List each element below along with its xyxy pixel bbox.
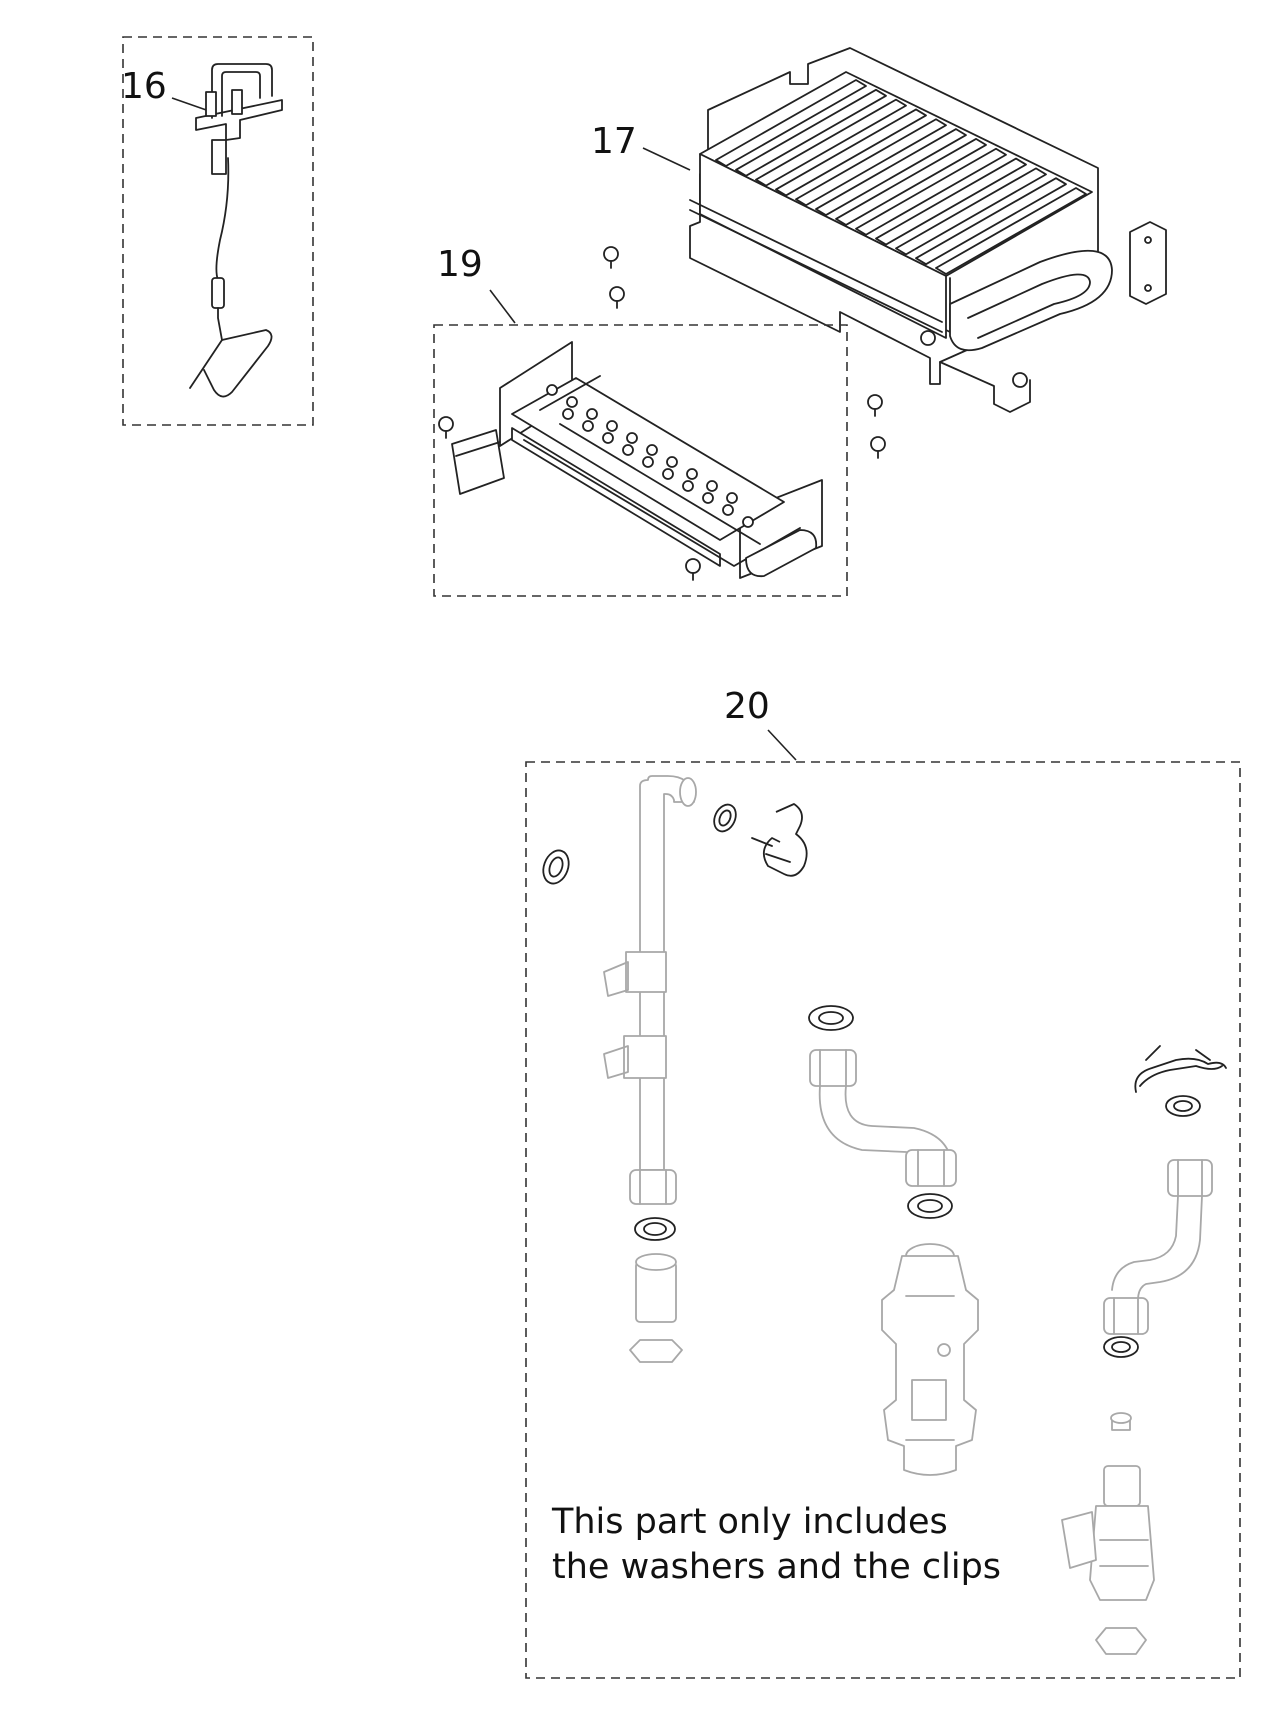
part-19-leader <box>489 289 516 324</box>
injector <box>562 408 574 420</box>
injector <box>742 516 754 528</box>
screw-icon <box>438 416 454 439</box>
injector <box>582 420 594 432</box>
part-20-frame <box>525 761 1241 1679</box>
screw-icon <box>870 436 886 459</box>
injector <box>606 420 618 432</box>
flow-pipe-drawing <box>603 775 697 1363</box>
injector <box>566 396 578 408</box>
burner-injectors <box>546 384 754 528</box>
fin <box>895 167 1047 256</box>
ignition-electrode-drawing <box>189 63 283 398</box>
screw-icon <box>867 394 883 417</box>
screw-icon <box>685 558 701 581</box>
injector <box>682 480 694 492</box>
part-19-group: 19 <box>433 244 848 597</box>
heat-exchanger-drawing <box>689 47 1167 413</box>
washer-icon <box>907 1193 953 1219</box>
washer-icon <box>713 803 737 833</box>
injector <box>706 480 718 492</box>
injector <box>722 504 734 516</box>
clip-icon <box>751 803 808 877</box>
part-19-frame <box>433 324 848 597</box>
part-20-group: 20 <box>525 686 1241 1679</box>
fin <box>835 138 987 226</box>
fin <box>795 118 947 207</box>
s-bend-pipe-drawing <box>809 1049 957 1187</box>
washer-icon <box>1165 1095 1201 1117</box>
injector <box>686 468 698 480</box>
fin <box>735 88 887 177</box>
note-line-2: the washers and the clips <box>552 1547 1001 1587</box>
part-16-label: 16 <box>121 66 167 107</box>
fin <box>775 108 927 197</box>
note-line-1: This part only includes <box>551 1502 948 1542</box>
fin <box>815 128 967 216</box>
part-19-label: 19 <box>437 244 483 285</box>
washer-icon <box>542 849 570 885</box>
part-16-group: 16 <box>121 36 314 426</box>
fin <box>875 157 1027 246</box>
burner-drawing <box>451 341 823 579</box>
injector <box>642 456 654 468</box>
part-17-leader <box>642 147 691 171</box>
screw-icon <box>609 286 625 309</box>
clip-icon <box>1134 1045 1227 1093</box>
part-20-label: 20 <box>724 686 770 727</box>
return-pipe-drawing <box>1103 1159 1213 1335</box>
part-20-leader <box>767 729 797 761</box>
injector <box>626 432 638 444</box>
injector <box>702 492 714 504</box>
injector <box>602 432 614 444</box>
injector <box>666 456 678 468</box>
part-17-label: 17 <box>591 121 637 162</box>
screw-icon <box>603 246 619 269</box>
fin <box>855 147 1007 236</box>
washer-icon <box>808 1005 854 1031</box>
fin <box>715 79 867 167</box>
fin <box>915 177 1067 266</box>
part-17-group: 17 <box>591 47 1167 459</box>
flow-sensor-drawing <box>1061 1412 1155 1655</box>
injector <box>546 384 558 396</box>
injector <box>646 444 658 456</box>
fin <box>755 98 907 187</box>
injector <box>586 408 598 420</box>
washer-icon <box>1103 1336 1139 1358</box>
injector <box>622 444 634 456</box>
washer-icon <box>634 1217 676 1241</box>
injector <box>662 468 674 480</box>
part-16-frame <box>122 36 314 426</box>
fin <box>935 187 1087 275</box>
valve-body-drawing <box>881 1243 979 1476</box>
injector <box>726 492 738 504</box>
